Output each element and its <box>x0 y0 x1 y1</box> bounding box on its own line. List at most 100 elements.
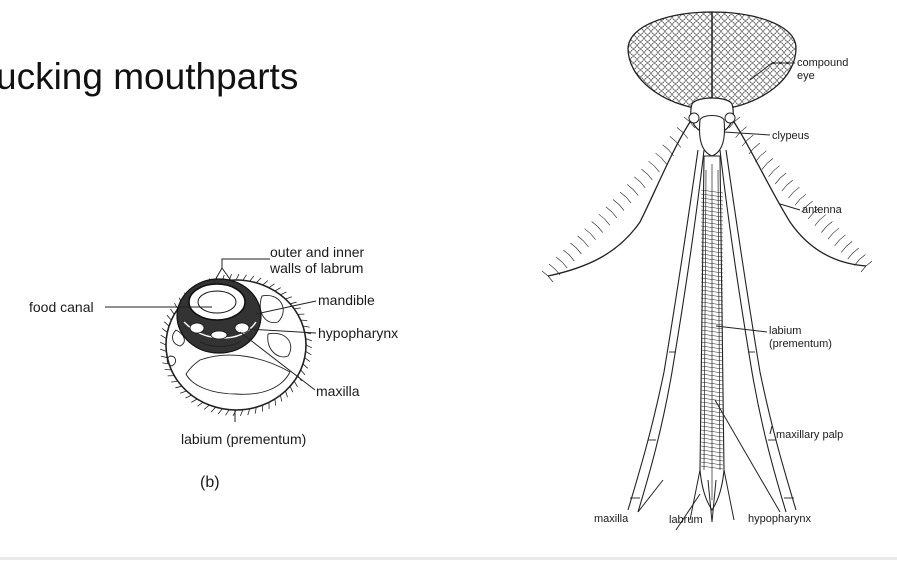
labium-hatch-line <box>700 285 724 290</box>
labium-hatch-line <box>700 445 724 450</box>
antenna-hair <box>839 234 846 241</box>
antenna-hair <box>834 239 840 246</box>
labium-hatch-line <box>700 409 724 414</box>
antenna-hair <box>827 233 834 240</box>
bristle <box>293 380 298 388</box>
antenna-hair <box>852 247 859 254</box>
labium-hatch-line <box>700 297 724 302</box>
antenna-hair <box>541 270 549 277</box>
label-hypopharynx: hypopharynx <box>748 513 811 525</box>
maxillary-palp-left-edge <box>637 149 705 513</box>
bristle <box>175 385 182 389</box>
antenna-hair <box>740 126 747 132</box>
panel-label-b: (b) <box>200 474 220 491</box>
antenna-hair <box>819 214 826 220</box>
tissue-blob <box>166 355 177 367</box>
labium-hatch-line <box>700 193 724 198</box>
bottom-divider <box>0 557 897 560</box>
maxilla-left <box>189 322 205 334</box>
labium-hatch-line <box>700 417 724 422</box>
antenna-hair <box>755 155 761 162</box>
antenna-hair <box>604 219 611 226</box>
antenna-hair <box>768 170 774 177</box>
bristle <box>300 369 306 376</box>
bristle <box>280 395 283 402</box>
labium-hatch-line <box>700 365 724 370</box>
bristle <box>159 341 167 346</box>
label-clypeus: clypeus <box>772 130 810 142</box>
labium-hatch-line <box>700 361 724 366</box>
labium-hatch-line <box>700 229 724 234</box>
labium-hatch-line <box>700 261 724 266</box>
antenna-hair <box>781 184 788 192</box>
bristle <box>285 390 288 398</box>
antenna-hair <box>654 166 660 173</box>
hypopharynx-section <box>210 330 228 340</box>
antenna-hair <box>733 116 741 123</box>
antenna-hair <box>821 226 827 233</box>
label-walls-line1: outer and inner <box>270 244 365 260</box>
maxilla-leader-line <box>239 331 316 391</box>
bristle <box>166 314 172 321</box>
bristle <box>160 355 168 359</box>
antenna-hair <box>748 147 755 155</box>
labium-hatch-line <box>700 465 724 470</box>
antenna-hair <box>611 211 618 219</box>
antenna-hair <box>794 199 801 206</box>
labium-hatch-line <box>700 349 724 354</box>
labium-hatch-line <box>700 345 724 350</box>
labium-hatch-line <box>700 433 724 438</box>
bristle <box>203 404 210 410</box>
bristle <box>256 277 262 284</box>
antenna-hair <box>547 275 554 283</box>
labium-hatch-line <box>700 357 724 362</box>
bristle <box>304 357 311 362</box>
label-food-canal: food canal <box>29 299 94 315</box>
labium-hatch-line <box>700 393 724 398</box>
antenna-hair <box>753 142 760 149</box>
labium-hatch-line <box>700 293 724 298</box>
labium-hatch-line <box>700 453 724 458</box>
bristle <box>163 321 170 327</box>
labium-hatch-line <box>700 377 724 382</box>
antenna-hair <box>548 263 556 270</box>
labium-hatch-line <box>700 437 724 442</box>
hypopharynx-leader-line <box>247 328 317 334</box>
bristle <box>170 308 175 315</box>
antenna-hair <box>847 252 854 260</box>
labium-hatch-line <box>700 401 724 406</box>
tissue-blob <box>267 332 292 358</box>
labium-hatch-line <box>700 257 724 262</box>
antenna-hair <box>648 160 655 167</box>
labium-hatch-line <box>700 425 724 430</box>
antenna-hair <box>773 165 780 171</box>
antenna-hair <box>668 149 674 157</box>
labium-hatch-line <box>700 325 724 330</box>
antenna-hair <box>619 191 627 198</box>
antenna-hair <box>590 233 596 240</box>
label-maxillary-palp: maxillary palp <box>776 429 843 441</box>
labium-hatch-line <box>700 301 724 306</box>
bristle <box>294 307 301 310</box>
antenna-hair <box>683 116 691 123</box>
clypeus-leader-line <box>723 131 771 136</box>
labium-hatch-line <box>700 405 724 410</box>
labium-hatching <box>700 189 724 470</box>
labium-hatch-line <box>700 457 724 462</box>
antenna-hair <box>846 241 853 247</box>
label-maxilla: maxilla <box>594 513 629 525</box>
bristle <box>180 390 187 394</box>
antenna-hair <box>865 260 873 267</box>
labium-hatch-line <box>700 201 724 206</box>
labium-hatch-line <box>700 253 724 258</box>
antenna-right <box>733 121 867 267</box>
antenna-base-left <box>688 112 700 124</box>
bristle <box>185 394 192 399</box>
walls-leader-line <box>213 258 270 283</box>
labium-hatch-line <box>700 217 724 222</box>
bristle <box>217 408 223 415</box>
stylets <box>703 164 721 500</box>
antenna-hair <box>786 179 793 186</box>
antenna-hair <box>605 206 613 213</box>
